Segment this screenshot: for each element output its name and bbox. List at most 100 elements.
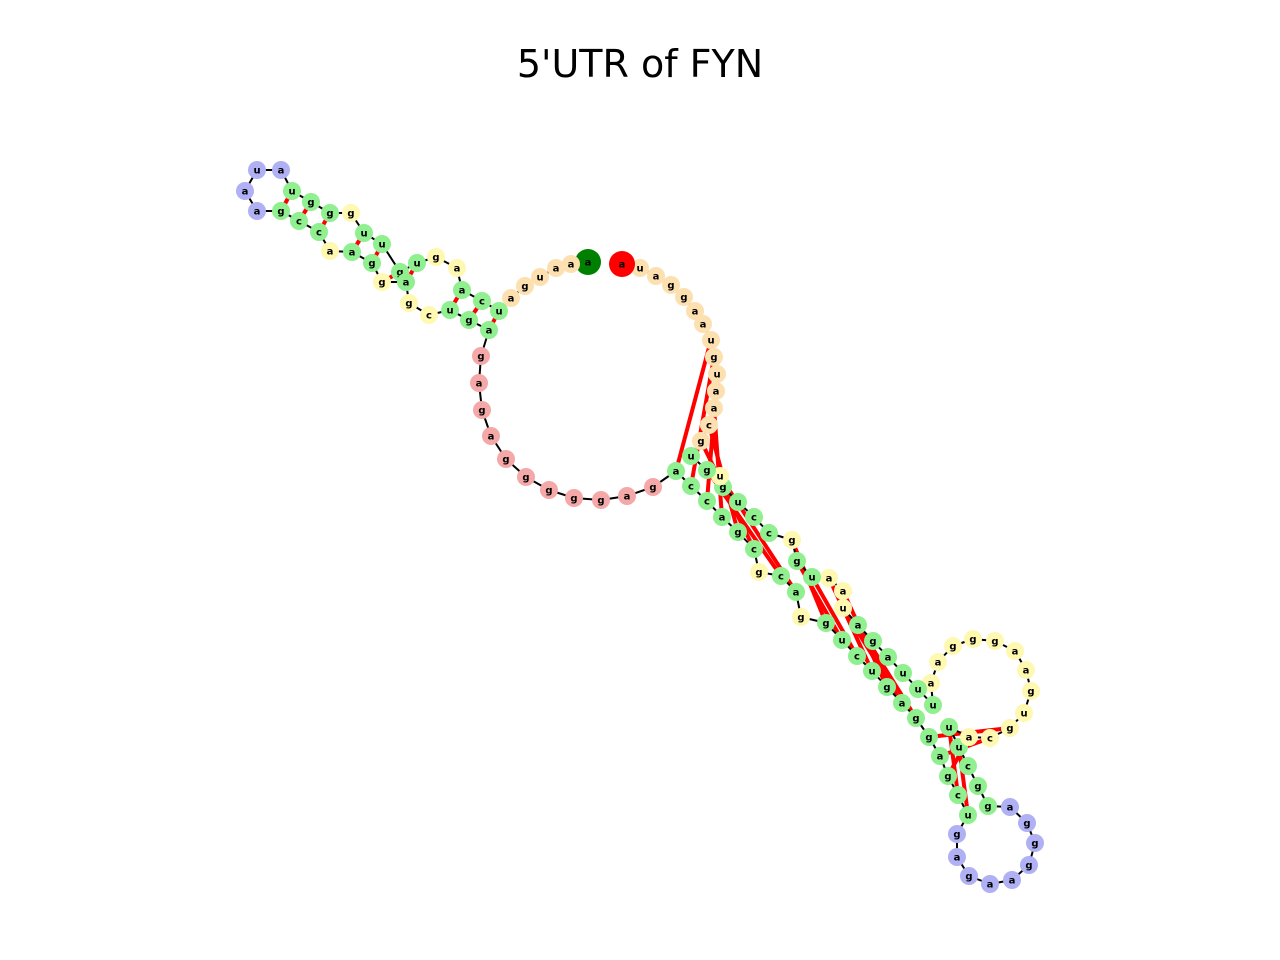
nucleotide-stem: g	[920, 728, 938, 746]
nucleotide-letter: u	[360, 229, 367, 240]
nucleotide-circle	[817, 614, 835, 632]
nucleotide-circle	[700, 416, 718, 434]
nucleotide-stem: g	[788, 552, 806, 570]
nucleotide-letter: a	[1007, 803, 1014, 814]
nucleotide-interior-loop: a	[820, 569, 838, 587]
nucleotide-circle	[355, 224, 373, 242]
nucleotide-interior-loop: a	[929, 653, 947, 671]
nucleotide-circle	[310, 223, 328, 241]
nucleotide-letter: g	[984, 802, 991, 813]
nucleotide-hairpin-loop: a	[272, 161, 290, 179]
nucleotide-letter: u	[716, 472, 723, 483]
nucleotide-stem: g	[302, 193, 320, 211]
nucleotide-circle	[981, 875, 999, 893]
nucleotide-letter: g	[869, 637, 876, 648]
nucleotide-letter: a	[711, 404, 718, 415]
nucleotide-letter: u	[839, 604, 846, 615]
nucleotide-circle	[792, 608, 810, 626]
nucleotide-letter: a	[488, 432, 495, 443]
nucleotide-interior-loop: a	[1006, 642, 1024, 660]
nucleotide-circle	[373, 235, 391, 253]
nucleotide-circle	[248, 161, 266, 179]
nucleotide-letter: a	[954, 853, 961, 864]
nucleotide-letter: g	[368, 259, 375, 270]
nucleotide-circle	[878, 678, 896, 696]
nucleotide-letter: a	[826, 574, 833, 585]
nucleotide-circle	[929, 653, 947, 671]
nucleotide-circle	[321, 242, 339, 260]
nucleotide-circle	[647, 267, 665, 285]
nucleotide-hairpin-loop: g	[1020, 856, 1038, 874]
nucleotide-external-loop: g	[516, 277, 534, 295]
nucleotide-letter: c	[965, 762, 971, 773]
nucleotide-circle	[834, 582, 852, 600]
nucleotide-circle	[408, 254, 426, 272]
nucleotide-letter: c	[987, 734, 993, 745]
nucleotide-letter: u	[808, 573, 815, 584]
nucleotide-circle	[667, 462, 685, 480]
nucleotide-interior-loop: g	[373, 273, 391, 291]
nucleotide-letter: u	[288, 187, 295, 198]
nucleotide-external-loop: u	[708, 365, 726, 383]
nucleotide-circle	[592, 491, 610, 509]
nucleotide-circle	[363, 254, 381, 272]
nucleotide-circle	[547, 259, 565, 277]
nucleotide-letter: g	[465, 316, 472, 327]
nucleotide-interior-loop: u	[834, 599, 852, 617]
nucleotide-stem: u	[833, 631, 851, 649]
nucleotide-circle	[986, 632, 1004, 650]
nucleotide-letter: u	[964, 811, 971, 822]
nucleotide-circle	[618, 487, 636, 505]
nucleotide-letter: a	[476, 379, 483, 390]
nucleotide-circle	[448, 259, 466, 277]
backbone-lines	[244, 169, 1036, 885]
nucleotide-circle	[441, 301, 459, 319]
nucleotide-interior-loop: c	[981, 729, 999, 747]
nucleotide-letter: a	[403, 278, 410, 289]
nucleotide-letter: u	[868, 667, 875, 678]
nucleotide-stem: g	[272, 202, 290, 220]
nucleotide-stem: a	[849, 616, 867, 634]
nucleotide-letter: g	[570, 494, 577, 505]
nucleotide-stem: u	[682, 447, 700, 465]
nucleotide-external-loop: a	[647, 267, 665, 285]
nucleotide-external-loop: u	[531, 268, 549, 286]
nucleotide-letter: g	[347, 209, 354, 220]
nucleotide-letter: u	[929, 701, 936, 712]
nucleotide-letter: a	[459, 286, 466, 297]
nucleotide-letter: g	[755, 568, 762, 579]
nucleotide-circle	[272, 161, 290, 179]
nucleotide-multi-loop: g	[517, 468, 535, 486]
nucleotide-circle	[920, 728, 938, 746]
nucleotide-letter: g	[944, 772, 951, 783]
nucleotide-multi-loop: g	[473, 401, 491, 419]
nucleotide-circle	[236, 182, 254, 200]
nucleotide-external-loop: g	[662, 276, 680, 294]
nucleotide-interior-loop: g	[792, 608, 810, 626]
nucleotide-circle	[940, 718, 958, 736]
nucleotide-circle	[302, 193, 320, 211]
nucleotide-stem: c	[698, 492, 716, 510]
nucleotide-circle	[924, 696, 942, 714]
nucleotide-stem: g	[878, 678, 896, 696]
nucleotide-circle	[979, 797, 997, 815]
nucleotide-letter: c	[296, 217, 302, 228]
nucleotide-multi-loop: a	[470, 374, 488, 392]
nucleotide-letter: u	[945, 723, 952, 734]
nucleotide-letter: a	[937, 752, 944, 763]
nucleotide-stem: u	[940, 718, 958, 736]
nucleotide-circle	[964, 630, 982, 648]
nucleotide-circle	[427, 248, 445, 266]
nucleotide-stem: a	[713, 508, 731, 526]
nucleotide-circle	[863, 662, 881, 680]
nucleotide-letter: a	[719, 513, 726, 524]
nucleotide-letter: g	[545, 486, 552, 497]
nucleotide-hairpin-loop: u	[248, 161, 266, 179]
nucleotide-circle	[473, 401, 491, 419]
nucleotide-stem: c	[745, 540, 763, 558]
nucleotide-letter: a	[793, 588, 800, 599]
nucleotide-letter: a	[242, 187, 249, 198]
nucleotide-circle	[290, 212, 308, 230]
nucleotide-circle	[283, 182, 301, 200]
